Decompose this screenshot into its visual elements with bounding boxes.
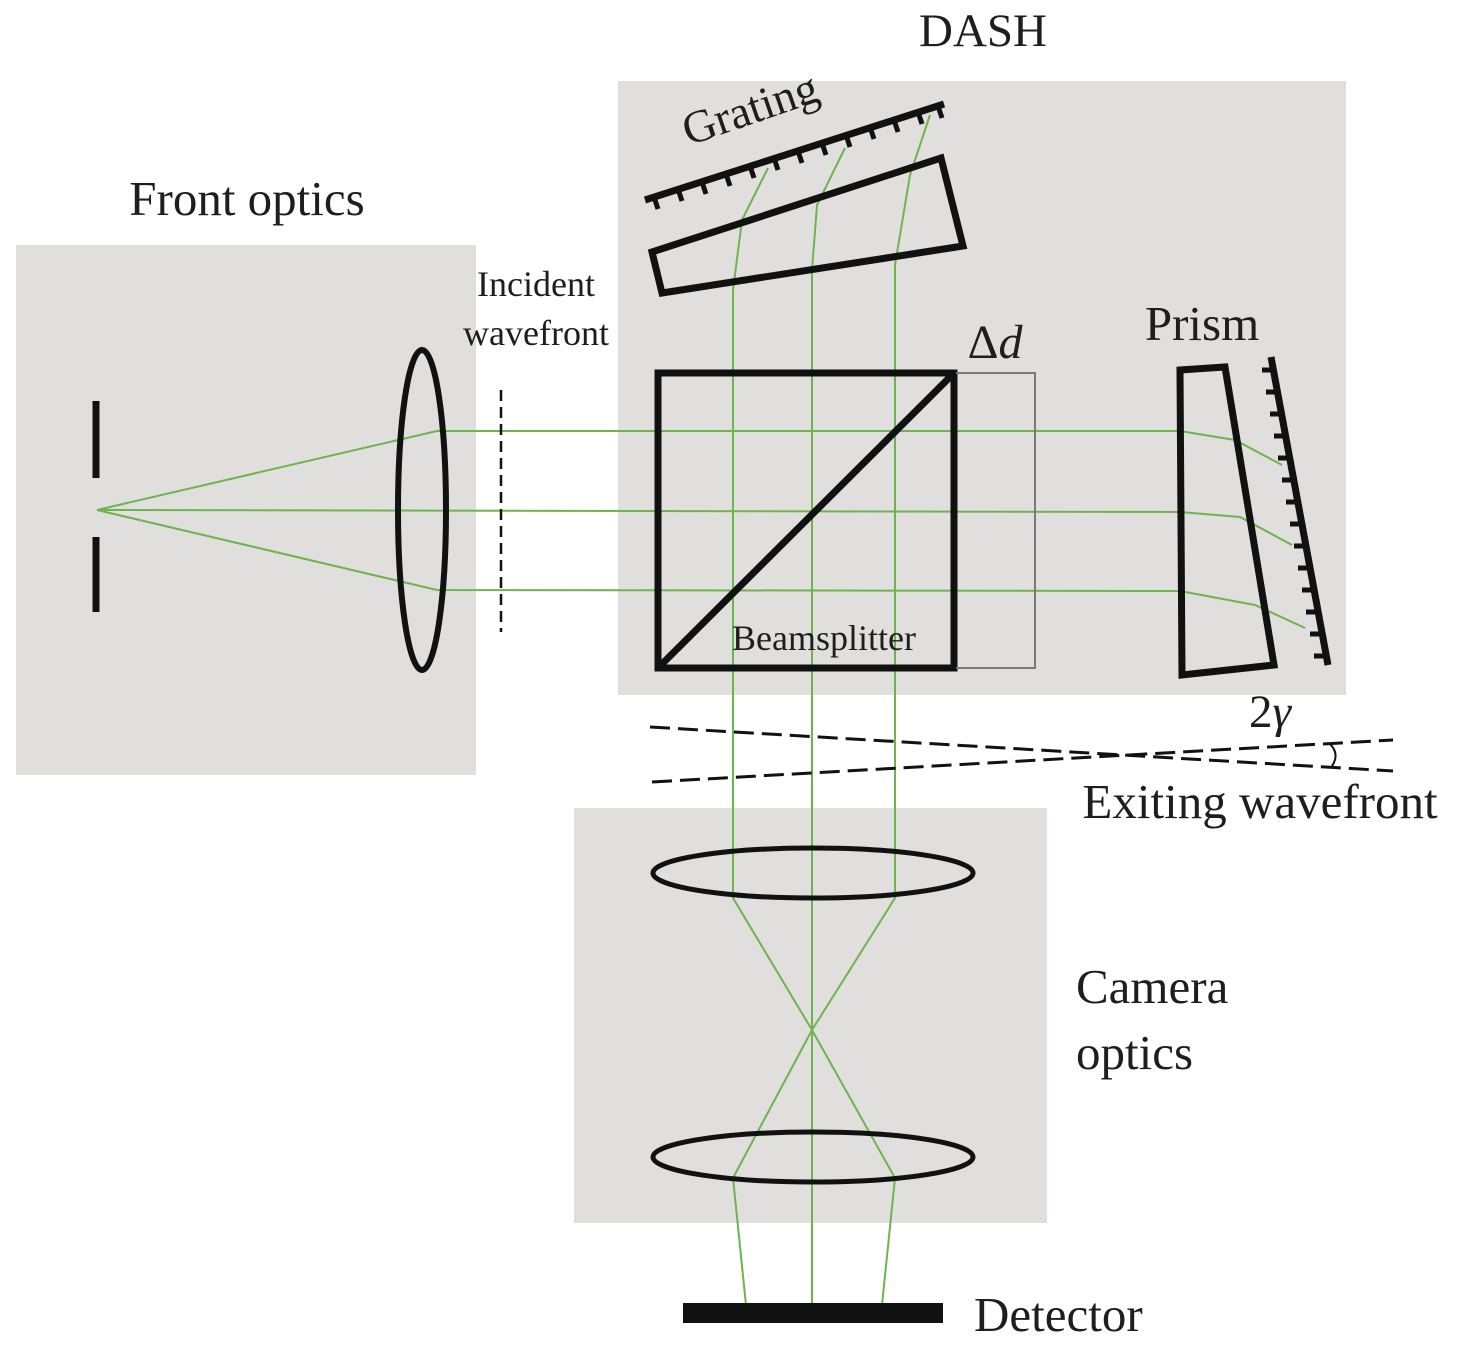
grating-assembly [643,100,968,297]
grating-right-teeth [1262,367,1326,659]
camera-optics-panel [574,808,1047,1223]
camera-lens-top [650,845,976,901]
exiting-wavefront-label: Exiting wavefront [1082,774,1438,829]
incident-wavefront-label-line2: wavefront [463,313,609,353]
grating-top-teeth [651,105,945,210]
delta-d-bracket [956,372,1036,669]
dash-panel [618,81,1346,695]
beamsplitter-label: Beamsplitter [732,618,916,658]
delta-d-label: Δd [968,316,1024,369]
front-lens [395,347,449,673]
beamsplitter-cube [654,369,958,672]
incident-wavefront-label-line1: Incident [477,264,595,304]
detector-label: Detector [974,1287,1143,1342]
right-prism [1176,363,1279,679]
camera-optics-label-line1: Camera [1076,959,1229,1014]
camera-optics-label-line2: optics [1076,1025,1193,1080]
detector-bar [683,1303,943,1323]
prism-assembly [1176,356,1332,679]
dash-label: DASH [919,5,1047,57]
two-gamma-label: 2γ [1249,686,1293,738]
grating-prism [647,153,968,297]
prism-label: Prism [1145,296,1259,351]
exiting-wavefront-lines [649,725,1394,784]
front-optics-label: Front optics [129,171,364,226]
grating-right [1267,356,1332,666]
camera-lens-bottom [650,1129,976,1185]
